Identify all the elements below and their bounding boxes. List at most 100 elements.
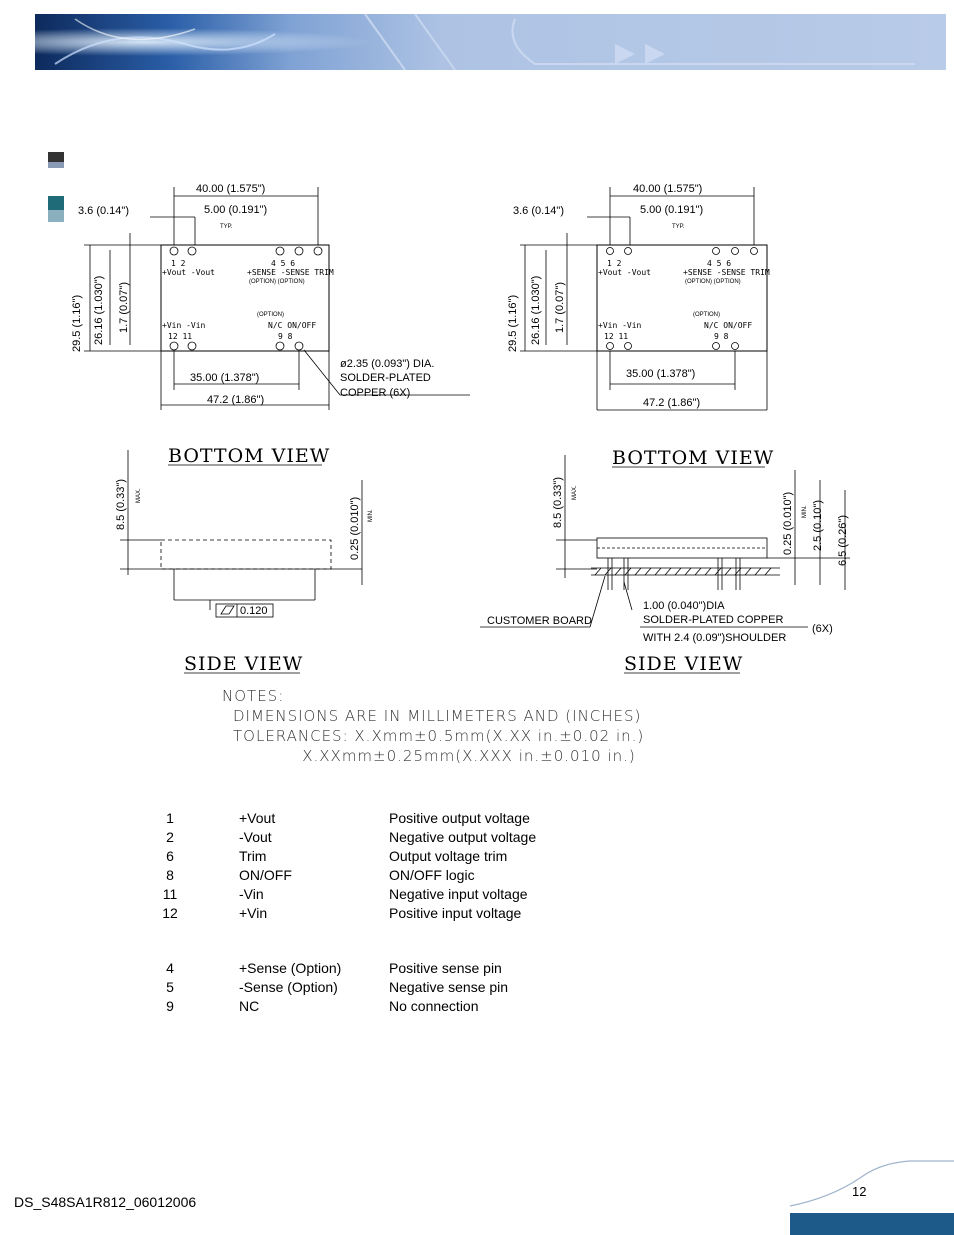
dim-offset: 3.6 (0.14") xyxy=(78,205,129,217)
pin-labels-top: +Vout -Vout xyxy=(162,268,215,277)
pin-name: ON/OFF xyxy=(239,867,292,883)
dim-pitch: 5.00 (0.191") xyxy=(204,204,267,216)
bullet-square-dark xyxy=(48,152,64,162)
pin-number: 2 xyxy=(166,829,174,845)
bottom-view-label-left: BOTTOM VIEW xyxy=(168,445,330,467)
pin-number: 12 xyxy=(162,905,178,921)
pin-numbers-bottom-r: 12 11 xyxy=(604,332,628,341)
side-min-label: MIN. xyxy=(368,509,374,522)
side-dim-height: 8.5 (0.33") xyxy=(115,479,127,530)
page-number: 12 xyxy=(852,1184,867,1199)
pin-function: Output voltage trim xyxy=(389,848,508,864)
dim-bottom-2-right: 47.2 (1.86") xyxy=(643,397,700,409)
option-label-mid-r: (OPTION) xyxy=(693,312,720,318)
dim-v1-right: 29.5 (1.16") xyxy=(507,295,519,352)
dim-bottom-1: 35.00 (1.378") xyxy=(190,372,259,384)
pin-numbers-top-right: 4 5 6 xyxy=(271,259,295,268)
pin-function: Positive output voltage xyxy=(389,810,530,826)
pin-spec-3: WITH 2.4 (0.09")SHOULDER xyxy=(643,632,786,644)
side-dim-min-right: 0.25 (0.010") xyxy=(782,492,794,555)
pin-name: +Vout xyxy=(239,810,276,826)
pin-labels-bottom-right: N/C ON/OFF xyxy=(268,321,316,330)
dim-v3-right: 1.7 (0.07") xyxy=(554,282,566,333)
footer-graphic xyxy=(790,1160,954,1207)
notes-line-1: DIMENSIONS ARE IN MILLIMETERS AND (INCHE… xyxy=(233,707,642,725)
pin-number: 1 xyxy=(166,810,174,826)
pin-note-2: SOLDER-PLATED xyxy=(340,372,431,384)
pin-number: 8 xyxy=(166,867,174,883)
side-dim-2: 2.5 (0.10") xyxy=(812,500,824,551)
option-label-top-r: (OPTION) (OPTION) xyxy=(685,279,741,285)
dim-width-top: 40.00 (1.575") xyxy=(196,183,265,195)
side-max-label: MAX. xyxy=(136,488,142,503)
bullet-square-teal xyxy=(48,196,64,210)
pin-numbers-top-r: 1 2 xyxy=(607,259,622,268)
option-label-mid: (OPTION) xyxy=(257,312,284,318)
pin-name: -Vout xyxy=(239,829,272,845)
pin-function: ON/OFF logic xyxy=(389,867,475,883)
header-banner xyxy=(35,14,946,70)
pin-name: -Sense (Option) xyxy=(239,979,338,995)
customer-board-label: CUSTOMER BOARD xyxy=(487,615,592,627)
option-label-top: (OPTION) (OPTION) xyxy=(249,279,305,285)
dim-width-top-right: 40.00 (1.575") xyxy=(633,183,702,195)
side-min-label-right: MIN. xyxy=(802,505,808,518)
pin-numbers-top-right-r: 4 5 6 xyxy=(707,259,731,268)
pin-labels-bottom-r: +Vin -Vin xyxy=(598,321,642,330)
pin-labels-top-right-r: +SENSE -SENSE TRIM xyxy=(683,268,770,277)
side-view-right: 8.5 (0.33") MAX. 0.25 (0.010") MIN. 2.5 … xyxy=(480,455,850,675)
mechanical-drawing: 40.00 (1.575") 3.6 (0.14") 5.00 (0.191")… xyxy=(71,183,850,675)
pin-function: Negative output voltage xyxy=(389,829,537,845)
pin-numbers-bottom-right: 9 8 xyxy=(278,332,293,341)
pin-number: 5 xyxy=(166,979,174,995)
pin-note-3: COPPER (6X) xyxy=(340,387,410,399)
pin-name: NC xyxy=(239,998,260,1014)
notes-line-3: X.XXmm±0.25mm(X.XXX in.±0.010 in.) xyxy=(233,747,636,765)
pin-number: 11 xyxy=(162,886,178,902)
pin-number: 4 xyxy=(166,960,174,976)
dim-pitch-right: 5.00 (0.191") xyxy=(640,204,703,216)
pin-name: Trim xyxy=(239,848,267,864)
pin-spec-2: SOLDER-PLATED COPPER xyxy=(643,614,783,626)
side-view-left: 8.5 (0.33") MAX. 0.25 (0.010") MIN. 0.12… xyxy=(115,450,374,675)
pin-labels-top-r: +Vout -Vout xyxy=(598,268,651,277)
side-dim-min: 0.25 (0.010") xyxy=(349,497,361,560)
side-dim-height-right: 8.5 (0.33") xyxy=(552,477,564,528)
pin-function: Positive input voltage xyxy=(389,905,522,921)
pin-function: Positive sense pin xyxy=(389,960,502,976)
bottom-view-left: 40.00 (1.575") 3.6 (0.14") 5.00 (0.191")… xyxy=(71,183,470,467)
typ-label: TYP. xyxy=(220,224,233,230)
dim-v1: 29.5 (1.16") xyxy=(71,295,83,352)
bullet-square-light xyxy=(48,162,64,168)
dim-v2: 26.16 (1.030") xyxy=(93,276,105,345)
pin-note-1: ø2.35 (0.093") DIA. xyxy=(340,358,434,370)
pin-numbers-bottom: 12 11 xyxy=(168,332,192,341)
side-dim-3: 6.5 (0.26") xyxy=(837,515,849,566)
pin-numbers-top: 1 2 xyxy=(171,259,186,268)
pin-function: Negative input voltage xyxy=(389,886,528,902)
side-view-label-left: SIDE VIEW xyxy=(184,653,303,675)
pin-number: 6 xyxy=(166,848,174,864)
side-view-label-right: SIDE VIEW xyxy=(624,653,743,675)
pin-numbers-bottom-right-r: 9 8 xyxy=(714,332,729,341)
pin-function: No connection xyxy=(389,998,479,1014)
dim-v3: 1.7 (0.07") xyxy=(118,282,130,333)
typ-label-right: TYP. xyxy=(672,224,685,230)
flatness-value: 0.120 xyxy=(240,605,268,617)
pin-name: +Sense (Option) xyxy=(239,960,342,976)
pin-qty: (6X) xyxy=(812,623,833,635)
notes-block: NOTES: DIMENSIONS ARE IN MILLIMETERS AND… xyxy=(222,686,644,766)
pin-spec-1: 1.00 (0.040")DIA xyxy=(643,600,725,612)
pin-name: +Vin xyxy=(239,905,268,921)
document-id: DS_S48SA1R812_06012006 xyxy=(14,1194,197,1210)
dim-offset-right: 3.6 (0.14") xyxy=(513,205,564,217)
pin-labels-top-right: +SENSE -SENSE TRIM xyxy=(247,268,334,277)
pin-labels-bottom: +Vin -Vin xyxy=(162,321,206,330)
pin-function: Negative sense pin xyxy=(389,979,509,995)
pin-labels-bottom-right-r: N/C ON/OFF xyxy=(704,321,752,330)
notes-title: NOTES: xyxy=(222,687,285,705)
notes-line-2: TOLERANCES: X.Xmm±0.5mm(X.XX in.±0.02 in… xyxy=(233,727,645,745)
dim-bottom-1-right: 35.00 (1.378") xyxy=(626,368,695,380)
dim-bottom-2: 47.2 (1.86") xyxy=(207,394,264,406)
pin-number: 9 xyxy=(166,998,174,1014)
